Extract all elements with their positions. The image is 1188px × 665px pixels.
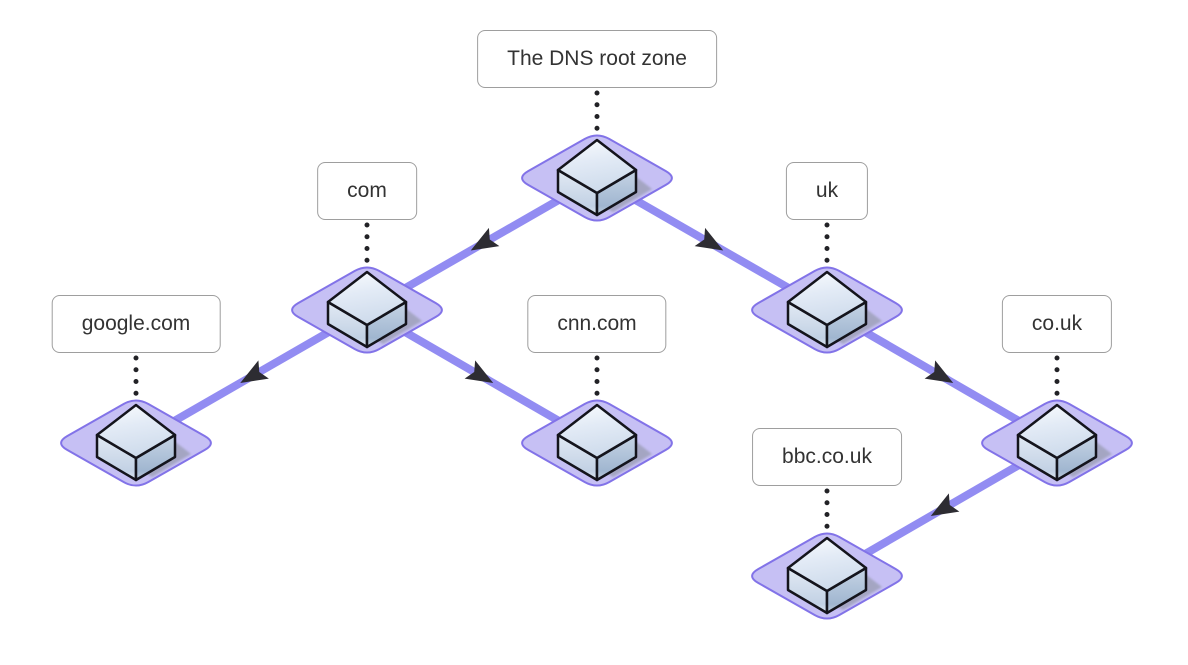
- arrowhead-icon: [924, 360, 954, 384]
- arrowhead-icon: [464, 360, 494, 384]
- arrowhead-icon: [694, 227, 724, 251]
- dotted-connectors-layer: [133, 90, 1060, 541]
- arrowhead-icon: [930, 493, 960, 517]
- arrowhead-icon: [470, 227, 500, 251]
- edges-layer: [134, 174, 1060, 580]
- nodes-layer: [61, 135, 1132, 618]
- arrowhead-icon: [240, 360, 269, 383]
